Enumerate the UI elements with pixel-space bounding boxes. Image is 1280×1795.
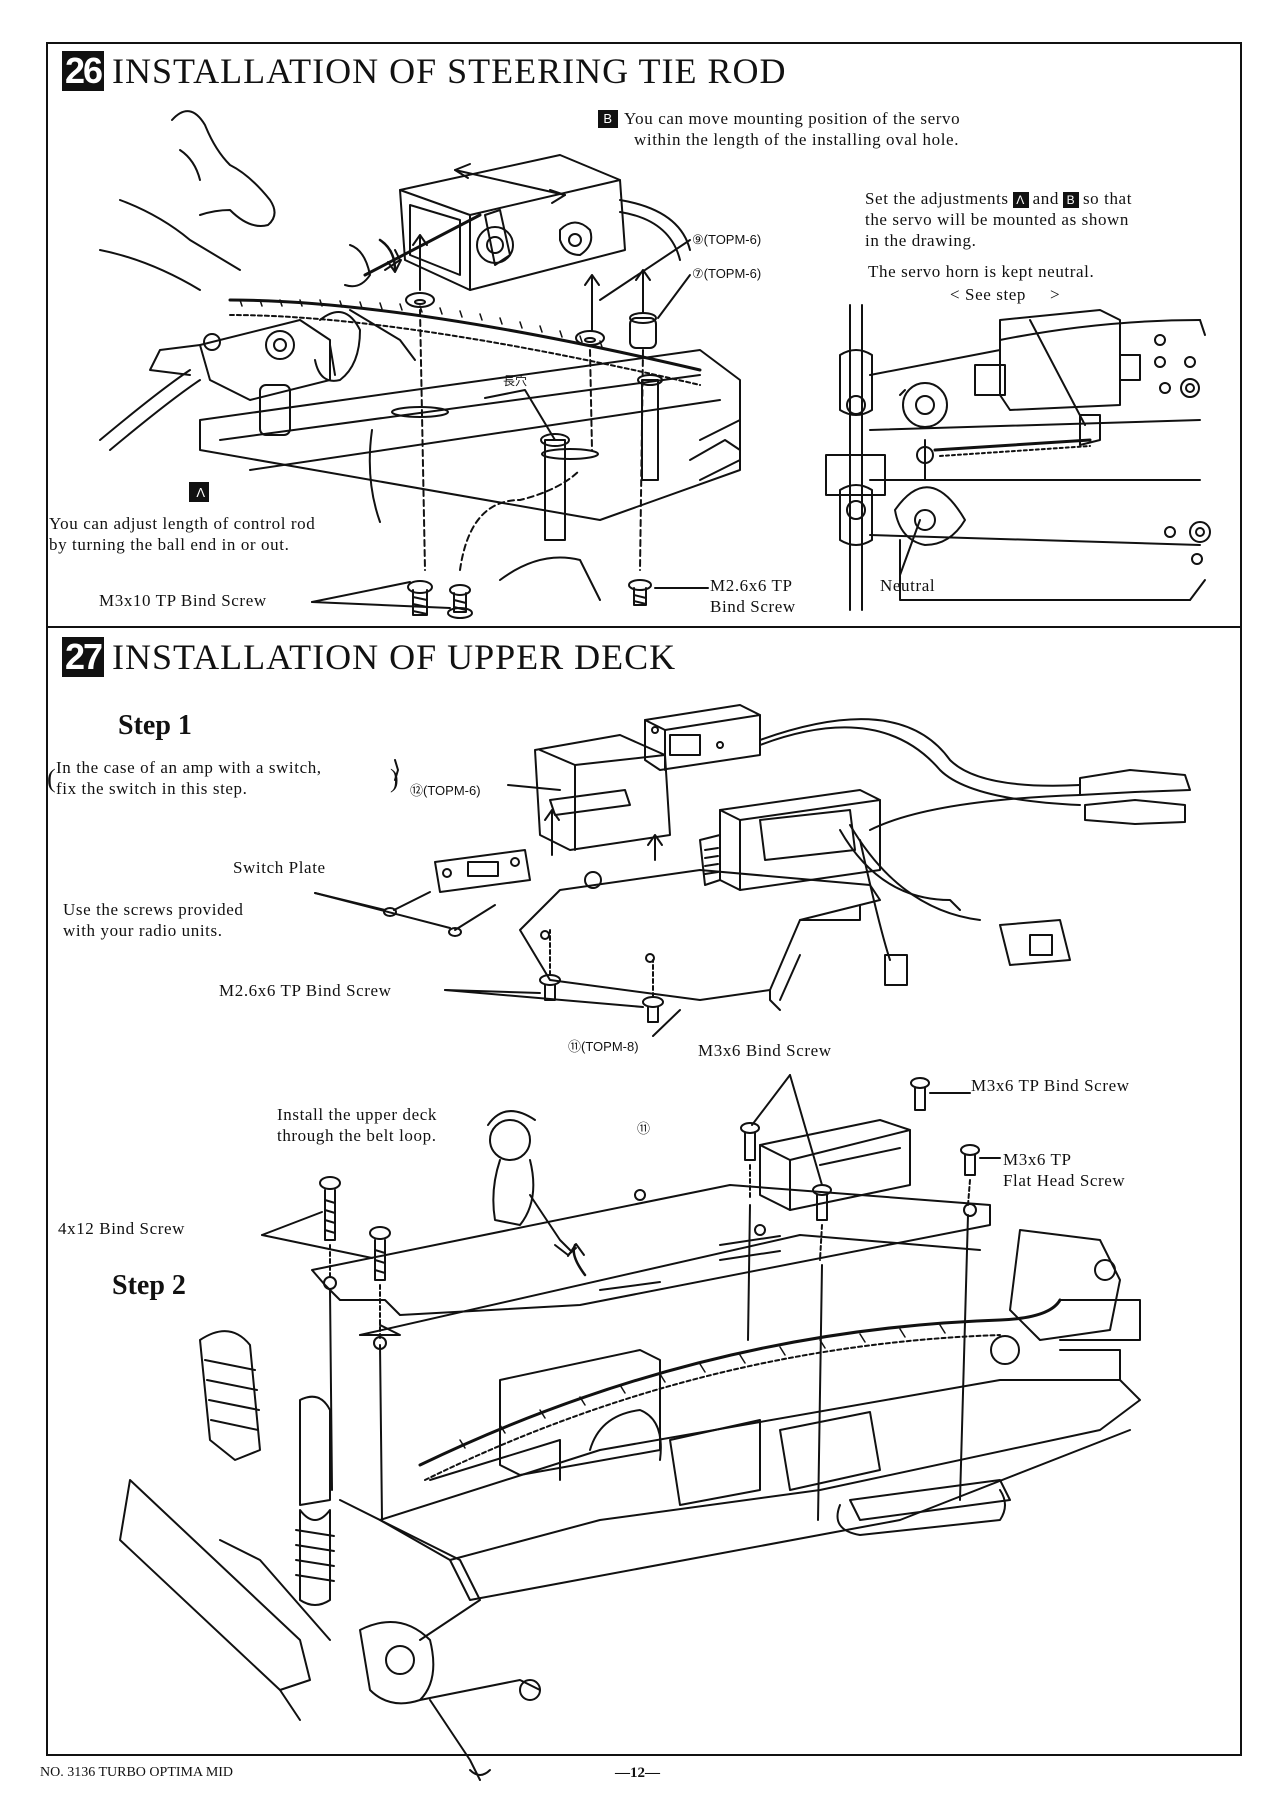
- oval-hole-label: 長穴: [503, 374, 528, 388]
- install-note-line2: through the belt loop.: [277, 1126, 437, 1145]
- switch-plate-label: Switch Plate: [233, 858, 326, 877]
- amp-note-line2: fix the switch in this step.: [56, 779, 248, 798]
- bind-4x12-label: 4x12 Bind Screw: [58, 1219, 186, 1238]
- badge-a: Λ: [196, 485, 206, 500]
- flat-head-label-line2: Flat Head Screw: [1003, 1171, 1126, 1190]
- part-102-label: ⑪(TOPM-8): [568, 1039, 639, 1054]
- deck-ref-label: ⑪: [637, 1121, 651, 1136]
- m3x6-bind-label: M3x6 Bind Screw: [698, 1041, 832, 1060]
- see-step-text: < See step: [950, 285, 1027, 304]
- part-117-label: ⑦(TOPM-6): [692, 266, 762, 281]
- page-frame: [46, 42, 1242, 1756]
- adjust-note-line2: the servo will be mounted as shown: [865, 210, 1130, 229]
- m26-bind-label: M2.6x6 TP Bind Screw: [219, 981, 392, 1000]
- badge-b: B: [598, 110, 618, 128]
- screws-note-line1: Use the screws provided: [63, 900, 244, 919]
- section-divider: [46, 626, 1242, 628]
- install-note-line1: Install the upper deck: [277, 1105, 438, 1124]
- horn-note: The servo horn is kept neutral.: [868, 262, 1095, 281]
- step1-illustration: [314, 704, 1191, 1037]
- see-step-note: < See step >: [950, 284, 1060, 305]
- adjust-text-a: Set the adjustments: [865, 189, 1009, 208]
- section-26-heading: 26 INSTALLATION OF STEERING TIE ROD: [62, 50, 786, 92]
- screw-m3x10: [407, 580, 433, 616]
- neutral-label: Neutral: [880, 576, 936, 595]
- section-26-number: 26: [62, 51, 105, 91]
- note-b: B You can move mounting position of the s…: [598, 108, 960, 129]
- screw-m3x10-label: M3x10 TP Bind Screw: [99, 591, 267, 610]
- step2-heading: Step 2: [112, 1270, 186, 1301]
- adjust-note-line3: in the drawing.: [865, 231, 977, 250]
- paren-open: (: [47, 764, 57, 793]
- screw-m3x10-b: [447, 584, 473, 619]
- section-27-heading: 27 INSTALLATION OF UPPER DECK: [62, 636, 676, 678]
- part-103-label: ⑫(TOPM-6): [410, 783, 481, 798]
- see-step-end: >: [1050, 285, 1061, 304]
- adjust-and: and: [1032, 189, 1059, 208]
- screws-note-line2: with your radio units.: [63, 921, 223, 940]
- part-101-label: ⑨(TOPM-6): [692, 232, 762, 247]
- screw-m26-label-line2: Bind Screw: [710, 597, 796, 616]
- adjust-badge-a: Λ: [1012, 192, 1029, 208]
- steering-servo-illustration: [99, 110, 741, 619]
- section-27-title: INSTALLATION OF UPPER DECK: [112, 637, 677, 677]
- step1-heading: Step 1: [118, 710, 192, 741]
- section-27-number: 27: [62, 637, 105, 677]
- screw-m26: [628, 579, 652, 606]
- step2-illustration: [119, 1074, 1141, 1781]
- adjust-badge-b: B: [1062, 192, 1079, 208]
- m3x6-tp-bind-label: M3x6 TP Bind Screw: [971, 1076, 1130, 1095]
- step2-screws: [319, 1077, 980, 1281]
- note-b-line2: within the length of the installing oval…: [634, 130, 960, 149]
- amp-note-line1: In the case of an amp with a switch,: [56, 758, 322, 777]
- footer-page-number: —12—: [615, 1765, 660, 1781]
- paren-close: ): [390, 764, 400, 793]
- section-26-title: INSTALLATION OF STEERING TIE ROD: [112, 51, 787, 91]
- flat-head-label-line1: M3x6 TP: [1003, 1150, 1072, 1169]
- screw-m26-label-line1: M2.6x6 TP: [710, 576, 793, 595]
- note-a-line2: by turning the ball end in or out.: [49, 535, 290, 554]
- servo-neutral-diagram: [825, 304, 1211, 611]
- footer-model: NO. 3136 TURBO OPTIMA MID: [40, 1765, 234, 1780]
- note-b-line1: You can move mounting position of the se…: [624, 109, 961, 128]
- adjust-text-b: so that: [1082, 189, 1133, 208]
- note-a-line1: You can adjust length of control rod: [49, 514, 316, 533]
